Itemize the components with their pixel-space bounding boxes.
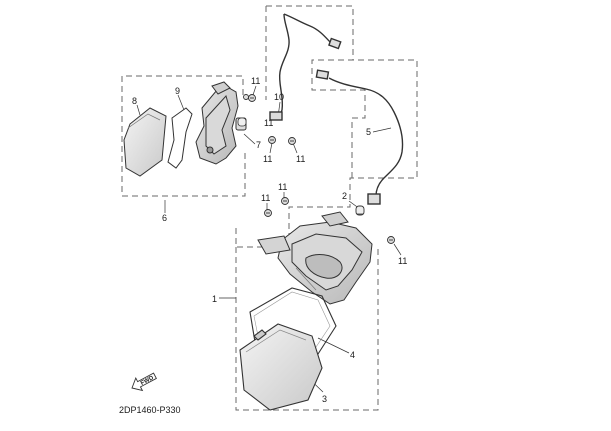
- group-boundaries: [121, 5, 418, 411]
- callout-2: 2: [342, 191, 347, 201]
- lead-wire-5: [315, 69, 404, 205]
- screw-11-c: [268, 136, 276, 144]
- bracket-bulb: [237, 117, 247, 127]
- callout-8: 8: [132, 96, 137, 106]
- callout-11-g: 11: [264, 118, 273, 128]
- callout-1: 1: [212, 294, 217, 304]
- bracket-7: [195, 81, 247, 165]
- callout-7: 7: [256, 140, 261, 150]
- screw-11-f: [387, 236, 395, 244]
- callout-11-c: 11: [263, 154, 272, 164]
- wire-5-boundary: [266, 5, 354, 60]
- screw-11-d: [264, 209, 272, 217]
- screw-11-a: [248, 94, 256, 102]
- fwd-arrow: FWD: [131, 372, 157, 392]
- callout-11-f: 11: [398, 256, 407, 266]
- callout-3: 3: [322, 394, 327, 404]
- screw-11-g: [243, 94, 249, 100]
- callout-5: 5: [366, 127, 371, 137]
- assembly-6-boundary: [121, 75, 246, 197]
- callout-11-e: 11: [278, 182, 287, 192]
- screws-11: [243, 94, 395, 244]
- callouts: 1 2 3 4 5 6 7 8 9 10 11 11 11 11 11 11 1…: [132, 76, 407, 404]
- lead-wire-10: [269, 13, 342, 121]
- assembly-1-lower-boundary: [235, 247, 379, 411]
- callout-10: 10: [274, 92, 284, 102]
- drawing-code: 2DP1460-P330: [119, 405, 181, 415]
- callout-11-a: 11: [251, 76, 260, 86]
- lens-8: [123, 107, 167, 177]
- callout-4: 4: [350, 350, 355, 360]
- screw-11-e: [281, 197, 289, 205]
- housing-1: [257, 211, 373, 305]
- bulb-2: [355, 205, 365, 216]
- screw-11-b: [288, 137, 296, 145]
- lens-3: [239, 323, 323, 411]
- callout-9: 9: [175, 86, 180, 96]
- callout-6: 6: [162, 213, 167, 223]
- callout-11-b: 11: [296, 154, 305, 164]
- callout-11-d: 11: [261, 193, 270, 203]
- gasket-9: [167, 107, 193, 169]
